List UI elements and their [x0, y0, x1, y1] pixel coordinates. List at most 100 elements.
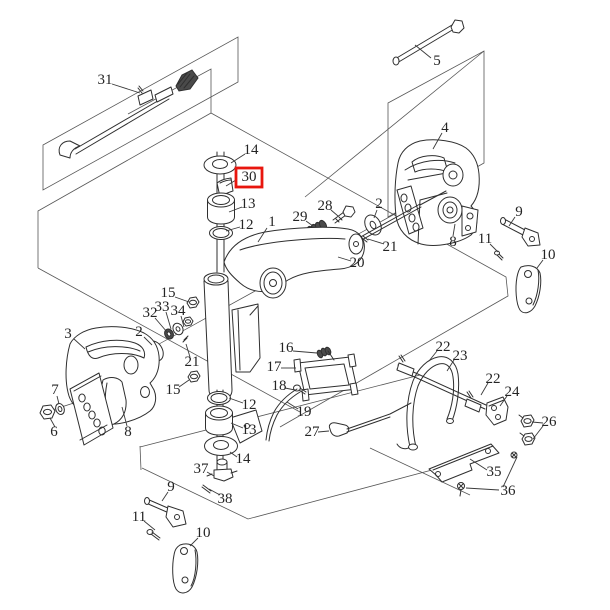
part-leader-15 [178, 379, 190, 388]
part-label-32[interactable]: 32 [143, 305, 158, 321]
part-leader-28 [330, 209, 339, 217]
part-label-36[interactable]: 36 [501, 483, 517, 499]
part-label-3[interactable]: 3 [64, 326, 72, 342]
part-leader-22 [428, 350, 438, 362]
part-label-14[interactable]: 14 [244, 142, 260, 158]
part-label-21[interactable]: 21 [383, 239, 398, 255]
part-leader-20 [337, 256, 352, 262]
part-label-18[interactable]: 18 [272, 378, 287, 394]
part-label-13[interactable]: 13 [242, 422, 257, 438]
stern-bracket-right [394, 139, 480, 246]
rod-handle [58, 140, 81, 159]
part-label-17[interactable]: 17 [267, 359, 283, 375]
part-leader-31 [111, 83, 141, 94]
part-leader-14 [229, 451, 238, 458]
part-label-10[interactable]: 10 [541, 247, 556, 263]
part-label-2[interactable]: 2 [135, 324, 143, 340]
part-label-9[interactable]: 9 [515, 204, 523, 220]
swivel-arm [223, 226, 365, 293]
part-label-14[interactable]: 14 [236, 451, 252, 467]
part-leader-9 [161, 491, 169, 502]
fitting-37-base [213, 468, 234, 482]
upper-bushing-stack [203, 155, 237, 240]
part-label-13[interactable]: 13 [241, 196, 256, 212]
part-leader-9 [508, 216, 516, 227]
part-label-16[interactable]: 16 [279, 340, 295, 356]
rod-clevis [165, 505, 187, 528]
cam-stopper-group [265, 346, 412, 442]
part-leader-2 [373, 209, 378, 219]
part-leader-23 [446, 359, 455, 372]
part-leader-8 [121, 406, 128, 427]
part-label-31[interactable]: 31 [98, 72, 113, 88]
part-leader-35 [469, 458, 488, 471]
bolt-6-head [39, 404, 56, 420]
part-label-34[interactable]: 34 [171, 303, 187, 319]
part-label-19[interactable]: 19 [297, 404, 312, 420]
rod-coupler [154, 86, 174, 103]
part-label-22[interactable]: 22 [486, 371, 501, 387]
part-label-10[interactable]: 10 [196, 525, 211, 541]
part-leader-29 [305, 220, 314, 227]
part-label-9[interactable]: 9 [167, 479, 175, 495]
part-label-5[interactable]: 5 [433, 53, 441, 69]
swivel-bracket [203, 151, 365, 467]
part-leader-8 [452, 223, 456, 237]
part-label-7[interactable]: 7 [51, 382, 59, 398]
part-leader-16 [292, 350, 318, 354]
part-leader-36 [465, 487, 500, 491]
part-leader-13 [230, 422, 244, 429]
part-label-26[interactable]: 26 [542, 414, 558, 430]
link-rod-19 [265, 388, 301, 442]
nut-34 [182, 316, 194, 327]
part-label-12[interactable]: 12 [239, 217, 254, 233]
part-label-23[interactable]: 23 [453, 348, 468, 364]
part-label-12[interactable]: 12 [242, 397, 257, 413]
steering-tube [203, 280, 233, 400]
part-label-38[interactable]: 38 [218, 491, 233, 507]
part-label-21[interactable]: 21 [185, 354, 200, 370]
rod-clamp-22a [396, 362, 415, 377]
part-label-37[interactable]: 37 [194, 461, 210, 477]
part-leader-21 [185, 343, 191, 358]
washer-33 [172, 322, 184, 336]
part-label-11[interactable]: 11 [478, 231, 492, 247]
rod-clamp-22b [464, 398, 482, 413]
part-leader-4 [432, 132, 443, 150]
part-label-2[interactable]: 2 [375, 196, 383, 212]
part-label-22[interactable]: 22 [436, 339, 451, 355]
part-leader-38 [208, 488, 221, 496]
part-label-24[interactable]: 24 [505, 384, 521, 400]
lock-hook-tube-23 [406, 356, 460, 448]
part-label-29[interactable]: 29 [293, 209, 308, 225]
part-label-35[interactable]: 35 [487, 464, 502, 480]
part-label-15[interactable]: 15 [161, 285, 176, 301]
part-label-30[interactable]: 30 [242, 169, 257, 185]
bracket-leg-plate [231, 303, 261, 373]
reverse-lock-group [396, 354, 536, 497]
bolt-28-head [342, 205, 356, 218]
part-label-4[interactable]: 4 [441, 120, 449, 136]
part-label-1[interactable]: 1 [268, 214, 276, 230]
lower-bushing-stack [201, 391, 238, 494]
part-label-8[interactable]: 8 [449, 234, 457, 250]
tilt-cam-disc [442, 163, 464, 187]
part-label-6[interactable]: 6 [50, 424, 58, 440]
washer-2-right [364, 214, 382, 236]
part-leader-30 [225, 179, 237, 187]
stern-bracket-left [39, 326, 160, 446]
part-leader-11 [489, 243, 499, 253]
part-label-28[interactable]: 28 [318, 198, 333, 214]
part-leader-37 [206, 471, 215, 477]
part-label-15[interactable]: 15 [166, 382, 181, 398]
part-leader-24 [499, 395, 508, 407]
part-leader-33 [165, 311, 172, 330]
pull-knob-27 [328, 422, 350, 437]
part-label-27[interactable]: 27 [305, 424, 321, 440]
part-label-20[interactable]: 20 [350, 255, 365, 271]
part-label-33[interactable]: 33 [155, 299, 170, 315]
part-leader-26 [532, 425, 544, 440]
part-label-11[interactable]: 11 [132, 509, 146, 525]
part-label-8[interactable]: 8 [124, 424, 132, 440]
